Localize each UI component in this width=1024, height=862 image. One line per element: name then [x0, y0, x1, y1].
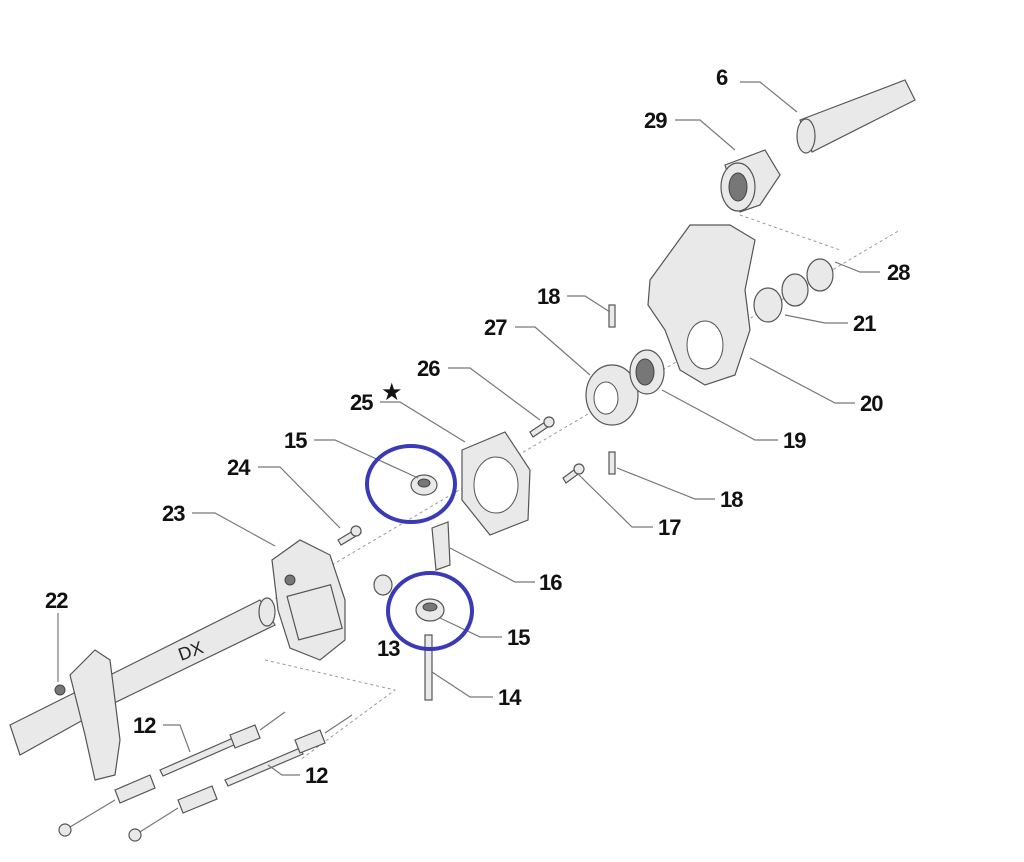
part-15-bushing-top [410, 474, 438, 496]
part-28-ring [806, 258, 834, 292]
callout-12-right: 12 [305, 763, 328, 788]
callout-6: 6 [716, 65, 728, 90]
star-icon: ★ [381, 379, 403, 406]
callout-25: 25 [350, 390, 373, 415]
callout-21: 21 [853, 311, 876, 336]
part-12-cable-left [58, 711, 286, 837]
part-22-bolt [54, 684, 66, 696]
callout-28: 28 [887, 260, 910, 285]
callout-17: 17 [658, 515, 681, 540]
callout-26: 26 [417, 356, 440, 381]
callout-12-left: 12 [133, 713, 156, 738]
highlight-circle-part-15-top [365, 444, 457, 524]
part-18-pin-bottom [608, 451, 616, 475]
callout-22: 22 [45, 588, 68, 613]
callout-16: 16 [539, 570, 562, 595]
part-14-pin [424, 634, 433, 701]
callout-15-bottom: 15 [507, 625, 530, 650]
part-12-cable-right [128, 714, 353, 842]
callout-20: 20 [860, 391, 883, 416]
highlight-circle-part-15-bottom [386, 571, 474, 651]
part-21-ring [753, 287, 783, 323]
callout-19: 19 [783, 428, 806, 453]
part-17-screw [562, 463, 585, 484]
handlebar-tube: DX [9, 597, 276, 781]
part-24-screw [337, 525, 362, 546]
part-16-bracket [431, 521, 451, 571]
callout-15-top: 15 [284, 428, 307, 453]
part-20-throttle-body [647, 224, 756, 386]
callout-18-bottom: 18 [720, 487, 743, 512]
callout-13: 13 [377, 636, 400, 661]
callout-18-top: 18 [537, 284, 560, 309]
grip-axis [739, 214, 841, 251]
callout-14: 14 [498, 685, 522, 710]
callout-labels: 6 29 28 21 20 19 18 18 27 26 25 ★ 15 15 … [45, 65, 911, 788]
leader-lines [57, 81, 880, 776]
callout-29: 29 [644, 108, 667, 133]
part-26-screw [529, 416, 555, 438]
part-18-pin-top [608, 304, 616, 328]
part-23-housing [271, 539, 346, 661]
callout-23: 23 [162, 501, 185, 526]
callout-27: 27 [484, 315, 507, 340]
cable-route-line [264, 659, 397, 761]
part-29-collar [720, 149, 781, 213]
part-21-ring-2 [781, 273, 809, 307]
callout-24: 24 [227, 455, 251, 480]
part-19-bearing [629, 349, 665, 395]
part-13-bushing [373, 574, 393, 596]
part-6-grip [796, 79, 916, 154]
part-15-bushing-bottom [415, 598, 445, 622]
part-27-collar [585, 364, 639, 426]
